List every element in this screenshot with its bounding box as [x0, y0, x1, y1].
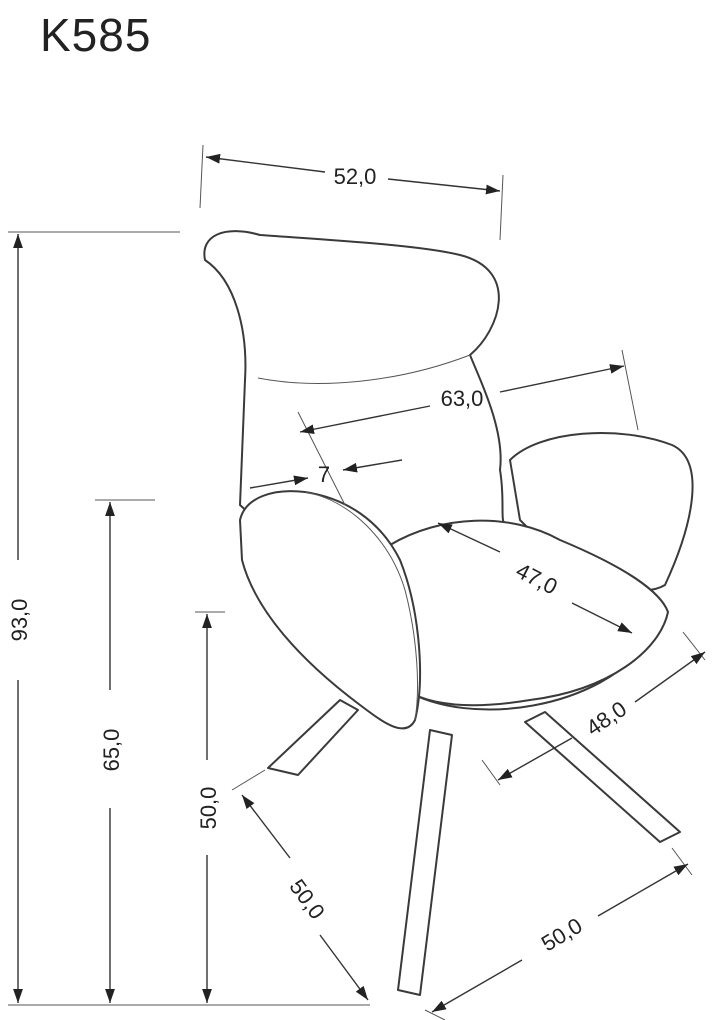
dim-seat-width: 48,0: [582, 696, 631, 741]
dim-width-top: 52,0: [334, 164, 377, 189]
dim-seat-height: 50,0: [196, 787, 221, 830]
dim-arm-height: 65,0: [99, 729, 124, 772]
leg-front: [397, 729, 453, 996]
dim-width-arms: 63,0: [441, 386, 484, 411]
armrest-left: [239, 490, 421, 730]
product-code: K585: [40, 9, 152, 61]
dim-total-height: 93,0: [7, 599, 32, 642]
seat-cushion: [389, 519, 669, 707]
backrest: [203, 230, 506, 561]
dim-base-width: 50,0: [537, 913, 587, 956]
dim-base-depth: 50,0: [285, 874, 330, 923]
leg-back-right: [524, 711, 681, 843]
leg-back-left: [267, 699, 359, 776]
chair-outline: [203, 230, 694, 996]
dim-arm-inset: 7: [318, 462, 330, 487]
